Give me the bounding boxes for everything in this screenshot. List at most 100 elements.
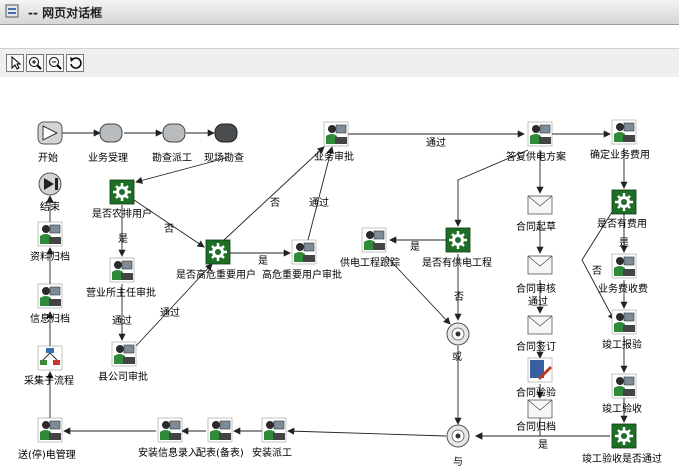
person-icon [37,221,63,247]
workflow-diagram: 是 否 通过 通过 否 通过 是 通过 是 否 是 否 是 开始 业务受理 勘查… [18,119,662,468]
node-info-archive[interactable]: 信息归档 [30,283,70,325]
person-icon [291,239,317,265]
node-high-risk[interactable]: 是否高危重要用户 [176,238,256,281]
edge-track-or [385,255,451,325]
node-county-approve[interactable]: 县公司审批 [98,341,148,383]
edge-county-highrisk [135,263,213,347]
node-power-mgmt-label: 送(停)电管理 [18,448,76,461]
node-track[interactable]: 供电工程跟踪 [340,227,400,269]
node-fee-collect[interactable]: 业务费收费 [598,253,648,295]
edge-label-no-4: 否 [592,265,602,277]
node-has-fee-label: 是否有费用 [597,217,647,230]
node-archive[interactable]: 资料归档 [30,221,70,263]
node-install-dispatch[interactable]: 安装派工 [252,417,292,459]
zoom-out-icon [49,57,62,70]
window-title: -- 网页对话框 [28,6,103,20]
edge-label-pass-3: 通过 [309,196,329,209]
edge-label-yes-3: 是 [410,241,420,253]
reset-view-button[interactable] [66,54,84,72]
node-accept[interactable]: 业务受理 [88,123,128,164]
node-subflow[interactable]: 采集子流程 [24,345,74,387]
gear-icon [204,238,232,266]
node-config-table-label: 配表(备表) [196,446,244,459]
node-office-approve[interactable]: 营业所主任审批 [86,257,156,299]
node-accept-check[interactable]: 竣工验收 [602,373,642,415]
node-accept-label: 业务受理 [88,151,128,164]
node-info-archive-label: 信息归档 [30,312,70,325]
node-install-record[interactable]: 安装信息录入 [138,417,198,459]
node-business-approve[interactable]: 业务审批 [314,121,354,163]
person-icon [111,341,137,367]
node-power-mgmt[interactable]: 送(停)电管理 [18,417,76,461]
zoom-in-button[interactable] [26,54,44,72]
node-accept-check-label: 竣工验收 [602,402,642,415]
edges [46,129,628,440]
pointer-icon [11,55,22,70]
node-config-table[interactable]: 配表(备表) [196,417,244,459]
start-icon [42,125,59,141]
person-icon [37,417,63,443]
envelope-icon [527,195,553,215]
node-fee-confirm[interactable]: 确定业务费用 [590,119,650,161]
node-contract-review[interactable]: 合同审核 通过 [516,255,556,308]
node-reply-plan[interactable]: 答复供电方案 [506,121,566,163]
person-icon [207,417,233,443]
zoom-out-button[interactable] [46,54,64,72]
node-start-label: 开始 [38,151,58,164]
gear-icon [108,178,136,206]
node-end[interactable]: 结束 [38,172,62,213]
person-icon [37,283,63,309]
node-accept-pass-label: 竣工验收是否通过 [582,452,662,465]
pointer-tool-button[interactable] [6,54,24,72]
node-contract-review-pass: 通过 [528,295,548,308]
node-survey[interactable]: 现场勘查 [204,123,244,164]
edge-labels: 是 否 通过 通过 否 通过 是 通过 是 否 是 否 是 [112,136,629,451]
gear-icon [610,188,638,216]
node-has-project[interactable]: 是否有供电工程 [422,226,492,269]
person-icon [611,373,637,399]
node-and-gate[interactable]: 与 [446,424,470,468]
node-contract-archive-label: 合同归档 [516,420,556,433]
node-contract-sign[interactable]: 合同签订 [516,315,556,353]
person-icon [611,309,637,335]
node-track-label: 供电工程跟踪 [340,256,400,269]
edit-document-icon [530,360,552,380]
gear-icon [444,226,472,254]
node-dispatch[interactable]: 勘查派工 [152,123,192,164]
node-install-record-label: 安装信息录入 [138,446,198,459]
node-rural[interactable]: 是否农排用户 [92,178,152,220]
node-contract-draft[interactable]: 合同起草 [516,195,556,233]
node-contract-check[interactable]: 合同验验 [516,357,556,399]
reset-icon [70,57,82,69]
edge-label-pass-4: 通过 [426,136,446,149]
zoom-in-icon [29,57,42,70]
node-accept-report[interactable]: 竣工报验 [602,309,642,351]
workflow-canvas: 是 否 通过 通过 否 通过 是 通过 是 否 是 否 是 开始 业务受理 勘查… [0,77,679,474]
person-icon [611,119,637,145]
node-contract-check-label: 合同验验 [516,386,556,399]
node-accept-report-label: 竣工报验 [602,338,642,351]
node-start[interactable]: 开始 [37,121,63,164]
person-icon [527,121,553,147]
envelope-icon [527,315,553,335]
node-accept-pass[interactable]: 竣工验收是否通过 [582,422,662,465]
edge-label-yes-5: 是 [538,439,548,451]
node-has-project-label: 是否有供电工程 [422,256,492,269]
node-dispatch-label: 勘查派工 [152,151,192,164]
node-contract-archive[interactable]: 合同归档 [516,399,556,433]
edge-and-installdispatch [287,427,447,437]
person-icon [109,257,135,283]
node-reply-plan-label: 答复供电方案 [506,150,566,163]
node-or-gate[interactable]: 或 [446,322,470,363]
or-gate-icon [446,322,470,346]
node-fee-collect-label: 业务费收费 [598,282,648,295]
window-titlebar: -- 网页对话框 [0,0,679,25]
envelope-icon [527,255,553,275]
node-high-risk-approve-label: 高危重要用户审批 [262,268,342,281]
node-high-risk-approve[interactable]: 高危重要用户审批 [262,239,342,281]
edge-approve-business [307,146,334,241]
edge-label-no-2: 否 [270,197,280,209]
node-high-risk-label: 是否高危重要用户 [176,268,256,281]
edge-survey-rural [135,157,227,184]
node-has-fee[interactable]: 是否有费用 [597,188,647,230]
